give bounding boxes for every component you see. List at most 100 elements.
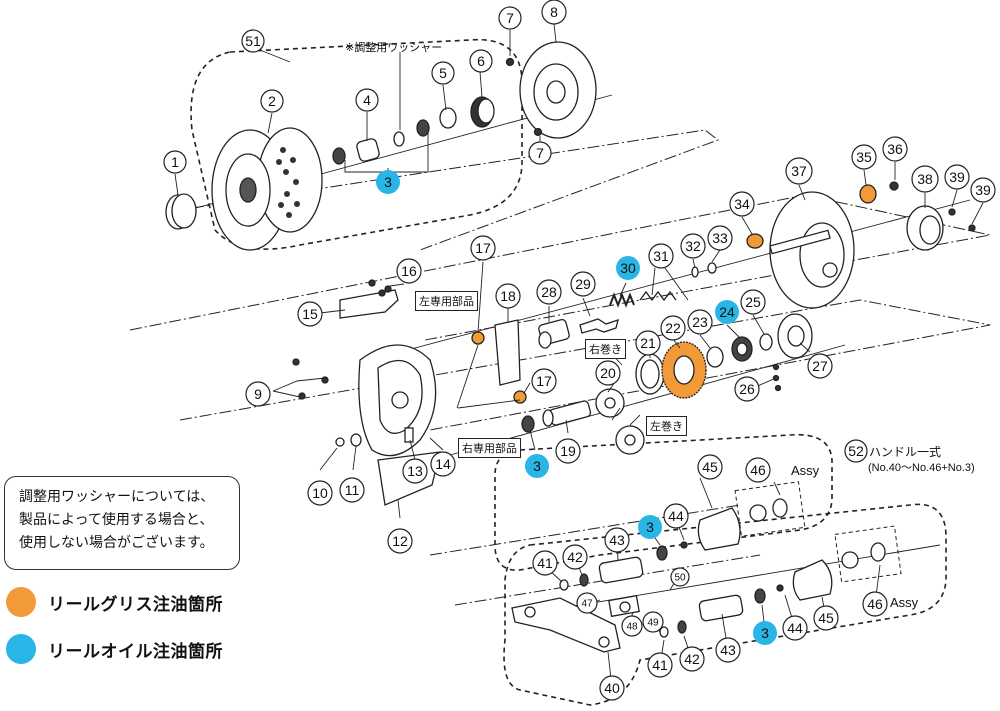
callout-46: 46 (862, 591, 888, 617)
screw-10 (335, 437, 345, 447)
callout-number: 17 (475, 240, 491, 256)
ring-part-38 (906, 205, 944, 251)
part-17-left (471, 331, 485, 345)
handle-knob-45-lower (792, 559, 833, 601)
oil-marker-icon (6, 634, 36, 664)
callout-3: 3 (376, 170, 400, 194)
annotation-left-wind: 左巻き (646, 416, 687, 436)
screw-39a (948, 208, 956, 216)
callout-number: 50 (674, 573, 686, 584)
callout-number: 39 (975, 182, 991, 198)
gear-20-right (595, 388, 625, 418)
screw-7b (533, 127, 543, 137)
callout-number: 34 (734, 196, 750, 212)
plate-18 (494, 319, 521, 386)
spring-31 (639, 290, 677, 302)
callout-number: 41 (652, 657, 668, 673)
legend-grease: リールグリス注油箇所 (6, 587, 223, 617)
callout-19: 19 (555, 438, 581, 464)
callout-number: 8 (550, 4, 558, 20)
callout-number: 3 (384, 174, 392, 190)
callout-number: 3 (761, 625, 769, 641)
callout-number: 22 (665, 320, 681, 336)
sideplate-part-8 (519, 41, 597, 139)
grease-marker-icon (6, 587, 36, 617)
callout-40: 40 (599, 675, 625, 701)
washer-11 (350, 433, 362, 447)
callout-45: 45 (813, 605, 839, 631)
part-13 (404, 427, 414, 443)
callout-12: 12 (387, 528, 413, 554)
callout-36: 36 (882, 136, 908, 162)
bearing-3-lower (754, 588, 766, 604)
screw-16a (368, 279, 376, 287)
callout-number: 31 (653, 248, 669, 264)
callout-number: 20 (600, 365, 616, 381)
callout-number: 43 (720, 642, 736, 658)
part-23 (706, 346, 724, 368)
bracket-15 (339, 289, 399, 319)
annotation-handle-set-title: ハンドル一式 (869, 445, 942, 459)
knob-43-upper (598, 556, 644, 584)
annotation-right-only: 右専用部品 (458, 438, 521, 458)
annotation-handle-set-sub: (No.40〜No.46+No.3) (868, 462, 975, 474)
callout-number: 15 (302, 306, 318, 322)
callout-number: 25 (745, 294, 761, 310)
screw-9a (292, 358, 300, 366)
screw-9c (298, 392, 306, 400)
callout-number: 48 (626, 622, 638, 633)
callout-number: 28 (541, 284, 557, 300)
callout-50: 50 (670, 567, 690, 587)
callout-number: 6 (477, 53, 485, 69)
callout-number: 52 (848, 443, 864, 459)
callout-32: 32 (680, 233, 706, 259)
callout-2: 2 (260, 89, 284, 113)
callout-number: 18 (500, 288, 516, 304)
callout-number: 13 (407, 463, 423, 479)
note-line: 使用しない場合がございます。 (19, 534, 214, 550)
callout-34: 34 (729, 191, 755, 217)
callout-number: 49 (647, 618, 659, 629)
callout-number: 2 (268, 93, 276, 109)
callout-38: 38 (911, 165, 939, 193)
legend-label: リールオイル注油箇所 (48, 641, 223, 661)
callout-number: 26 (739, 381, 755, 397)
part-36 (889, 181, 899, 191)
callout-48: 48 (621, 615, 643, 637)
callout-number: 45 (818, 610, 834, 626)
part-28 (538, 318, 570, 349)
annotation-assy-lower: Assy (890, 595, 919, 610)
callout-number: 42 (567, 549, 583, 565)
callout-number: 45 (702, 459, 718, 475)
callout-number: 1 (171, 154, 179, 170)
callout-1: 1 (163, 150, 187, 174)
legend-label: リールグリス注油箇所 (48, 594, 223, 614)
callout-number: 4 (363, 92, 371, 108)
shaft-part (769, 229, 831, 255)
washer-adjust (393, 131, 405, 147)
callout-number: 21 (640, 335, 656, 351)
note-line: 製品によって使用する場合と、 (19, 511, 214, 527)
callout-number: 10 (312, 485, 328, 501)
frame-part-14 (358, 344, 437, 457)
callout-23: 23 (687, 309, 713, 335)
callout-20: 20 (595, 360, 621, 386)
callout-18: 18 (495, 283, 521, 309)
legend-oil: リールオイル注油箇所 (6, 634, 223, 664)
callout-49: 49 (642, 611, 664, 633)
part-35 (859, 184, 877, 204)
callout-41: 41 (647, 652, 673, 678)
callout-43: 43 (715, 637, 741, 663)
callout-26: 26 (734, 376, 760, 402)
bearing-3-upper (656, 545, 668, 561)
callout-10: 10 (307, 480, 333, 506)
callout-41: 41 (532, 550, 558, 576)
callout-45: 45 (697, 454, 723, 480)
screw-7a (505, 57, 515, 67)
group-outline-52 (494, 433, 833, 571)
callout-number: 3 (646, 519, 654, 535)
callout-number: 30 (620, 260, 636, 276)
handle-knob-45-upper (697, 507, 741, 551)
clip-29 (579, 318, 619, 334)
callout-21: 21 (635, 330, 661, 356)
